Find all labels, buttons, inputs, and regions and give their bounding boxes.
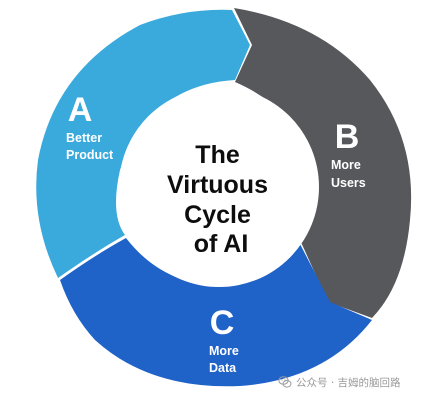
center-title-line-3: Cycle (184, 201, 251, 229)
segment-a-letter: A (68, 91, 93, 129)
segment-b-letter: B (335, 118, 360, 156)
segment-a-label: Better Product (66, 131, 114, 162)
center-title-line-1: The (195, 141, 240, 169)
segment-c-letter: C (210, 304, 235, 342)
segment-b-more-users (234, 8, 412, 318)
segment-b-label: More Users (331, 158, 366, 190)
watermark: 公众号 · 吉姆的脑回路 (278, 372, 401, 392)
segment-a-better-product (36, 9, 250, 279)
center-title-line-4: of AI (194, 230, 249, 258)
watermark-text: 公众号 · 吉姆的脑回路 (296, 376, 401, 389)
center-circle (119, 87, 319, 287)
segment-c-more-data (60, 238, 372, 387)
segment-c-label: More Data (209, 344, 242, 375)
center-title: The Virtuous Cycle of AI (167, 141, 275, 258)
wechat-icon (278, 376, 292, 388)
center-title-line-2: Virtuous (167, 171, 268, 199)
